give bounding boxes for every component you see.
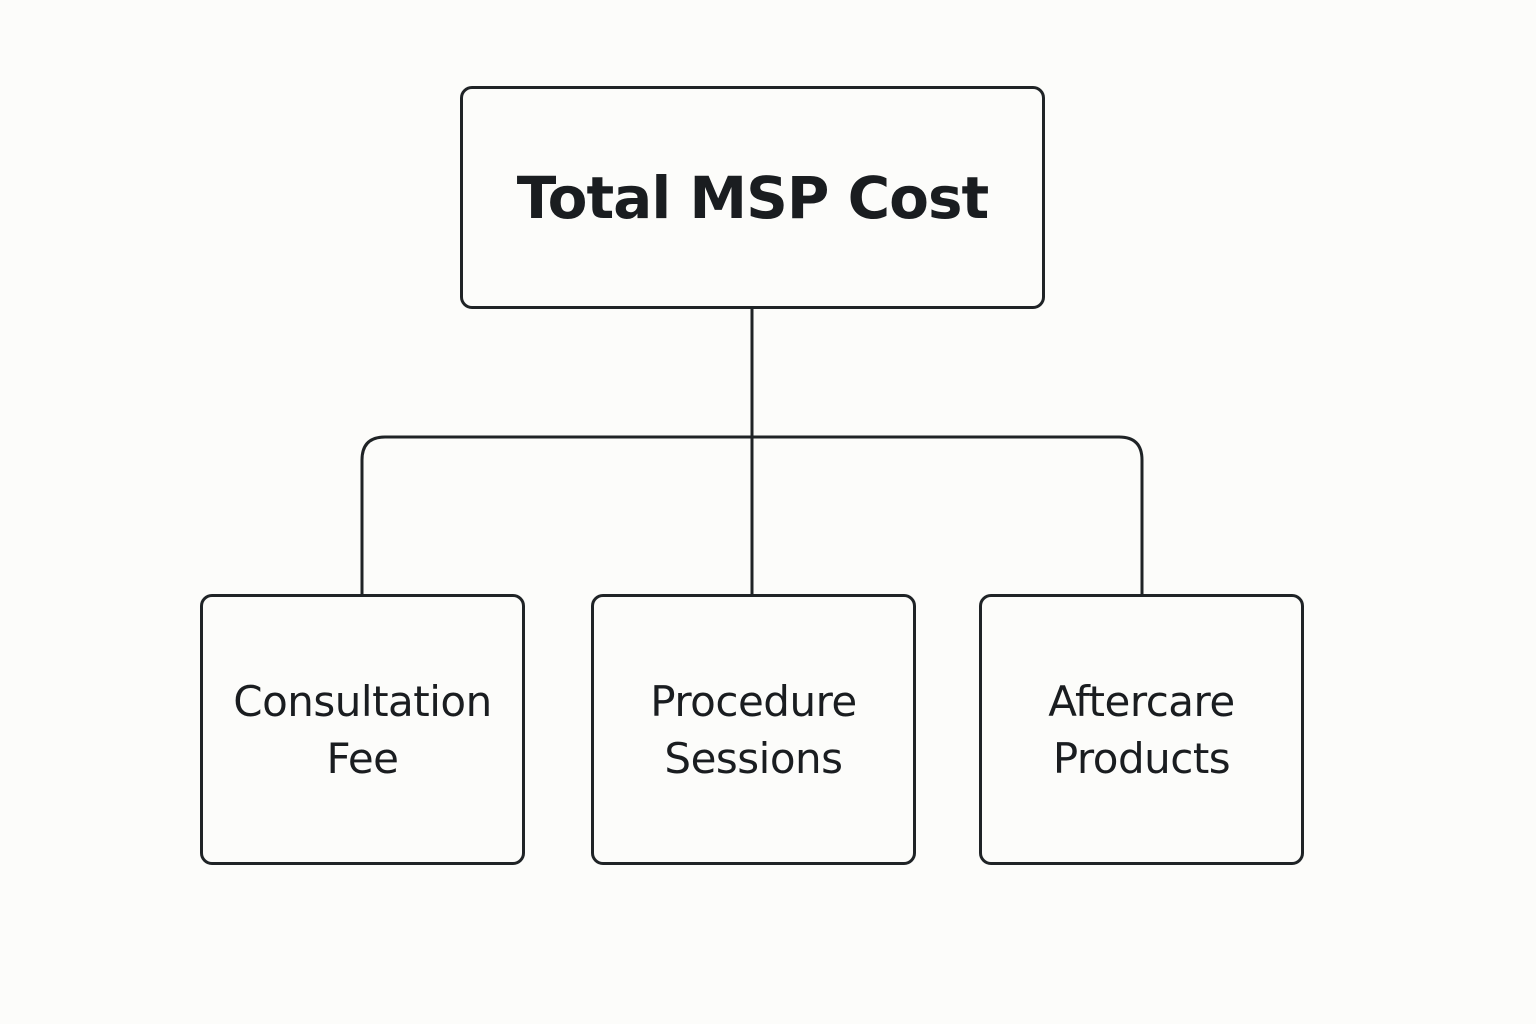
root-node-total-msp-cost: Total MSP Cost [460,86,1045,309]
child-node-aftercare-products: Aftercare Products [979,594,1304,865]
child-node-label: Aftercare Products [1048,676,1235,783]
child-node-procedure-sessions: Procedure Sessions [591,594,916,865]
child-node-consultation-fee: Consultation Fee [200,594,525,865]
root-node-label: Total MSP Cost [516,163,989,232]
child-node-label: Procedure Sessions [650,676,857,783]
child-node-label: Consultation Fee [233,676,492,783]
connector-branch-bar [360,435,1144,594]
